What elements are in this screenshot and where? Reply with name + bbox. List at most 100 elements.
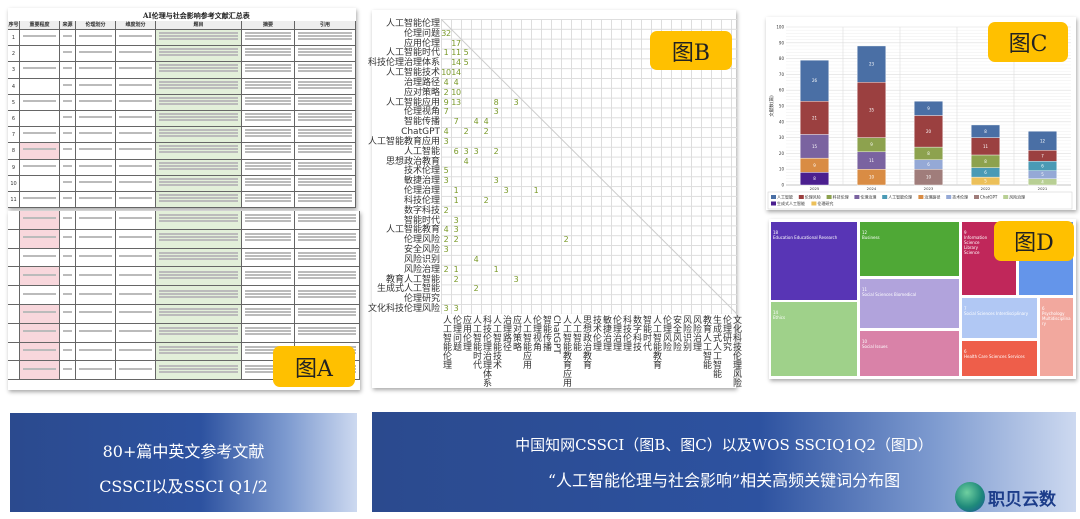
table-cell	[8, 305, 20, 324]
table-cell	[295, 211, 360, 230]
text-placeholder	[63, 99, 72, 102]
text-placeholder	[298, 220, 356, 223]
column-label: 伦理风险	[661, 315, 671, 351]
table-cell	[60, 211, 76, 230]
text-placeholder	[245, 345, 291, 348]
text-placeholder	[119, 292, 152, 295]
text-placeholder	[23, 292, 56, 295]
column-header[interactable]: 伦理划分	[76, 21, 116, 30]
text-placeholder	[23, 99, 56, 102]
table-cell	[60, 159, 76, 176]
text-placeholder	[245, 48, 291, 51]
text-placeholder	[298, 99, 352, 102]
text-placeholder	[298, 254, 356, 257]
table-cell	[20, 94, 60, 111]
text-placeholder	[23, 148, 56, 151]
table-cell	[242, 46, 295, 63]
banner-right-line2: “人工智能伦理与社会影响”相关高频关键词分布图	[547, 471, 901, 490]
column-header[interactable]: 重要程度	[20, 21, 60, 30]
text-placeholder	[298, 217, 356, 220]
text-placeholder	[63, 348, 72, 351]
column-header[interactable]: 序号	[8, 21, 20, 30]
text-placeholder	[298, 38, 352, 41]
matrix-value: 2	[493, 146, 499, 156]
table-cell	[8, 211, 20, 230]
row-label: 科技伦理	[403, 195, 440, 206]
text-placeholder	[245, 164, 291, 167]
text-placeholder	[63, 148, 72, 151]
text-placeholder	[63, 273, 72, 276]
text-placeholder	[245, 311, 291, 314]
row-label: 科技伦理治理体系	[367, 58, 440, 69]
text-placeholder	[119, 132, 152, 135]
table-cell	[242, 111, 295, 128]
matrix-value: 8	[493, 97, 499, 107]
table-cell	[76, 175, 116, 192]
column-label: 文化科技伦理风险	[731, 315, 741, 387]
text-placeholder	[245, 83, 291, 86]
table-cell	[60, 361, 76, 381]
text-placeholder	[298, 333, 356, 336]
text-placeholder	[63, 67, 72, 70]
table-cell	[295, 267, 360, 287]
column-header[interactable]: 来源	[60, 21, 76, 30]
column-header[interactable]: 引用	[295, 21, 356, 30]
text-placeholder	[245, 333, 291, 336]
table-cell	[242, 211, 295, 230]
bar-segment	[800, 59, 829, 102]
text-placeholder	[159, 177, 238, 180]
data-label: 6	[927, 162, 930, 167]
matrix-value: 3	[453, 225, 459, 235]
column-label: 智能传播	[541, 315, 551, 351]
text-placeholder	[298, 151, 352, 154]
table-cell	[20, 361, 60, 381]
column-header[interactable]: 摘要	[242, 21, 295, 30]
matrix-value: 13	[451, 97, 461, 107]
text-placeholder	[298, 48, 352, 51]
text-placeholder	[159, 64, 238, 67]
matrix-value: 3	[453, 215, 459, 225]
matrix-value: 2	[483, 127, 489, 137]
y-tick-label: 90	[779, 40, 785, 45]
bar-segment	[800, 101, 829, 135]
table-cell	[295, 78, 356, 95]
data-label: 5	[984, 179, 987, 184]
text-placeholder	[298, 197, 352, 200]
text-placeholder	[298, 51, 352, 54]
text-placeholder	[159, 236, 238, 239]
matrix-value: 3	[493, 176, 499, 186]
table-cell	[156, 229, 242, 249]
table-cell	[295, 229, 360, 249]
figure-a-table-bottom	[8, 211, 360, 390]
table-cell	[116, 62, 156, 79]
banner-right-line1: 中国知网CSSCI（图B、图C）以及WOS SSCIQ1Q2（图D）	[515, 436, 933, 454]
table-cell	[295, 127, 356, 144]
text-placeholder	[119, 99, 152, 102]
row-label: 人工智能教育	[385, 225, 440, 236]
table-cell: 10	[8, 175, 20, 192]
text-placeholder	[23, 164, 56, 167]
text-placeholder	[298, 292, 356, 295]
table-cell	[60, 127, 76, 144]
text-placeholder	[159, 83, 238, 86]
text-placeholder	[298, 113, 352, 116]
table-cell	[116, 342, 156, 362]
treemap-value: 7	[964, 306, 967, 311]
text-placeholder	[159, 116, 238, 119]
text-placeholder	[245, 51, 291, 54]
table-cell	[60, 111, 76, 128]
column-header[interactable]: 维度划分	[116, 21, 156, 30]
table-cell	[20, 323, 60, 343]
matrix-value: 3	[493, 107, 499, 117]
column-header[interactable]: 题目	[156, 21, 242, 30]
text-placeholder	[63, 164, 72, 167]
matrix-value: 2	[443, 235, 449, 245]
